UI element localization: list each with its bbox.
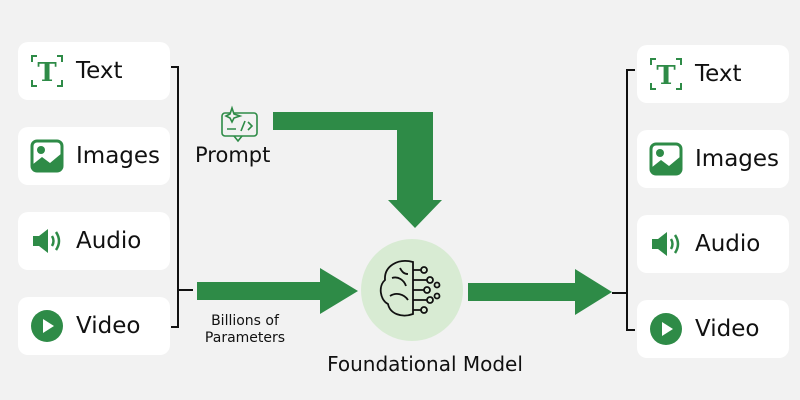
output-arrow [468, 269, 612, 315]
model-label: Foundational Model [327, 352, 523, 376]
output-video-card: Video [637, 300, 789, 358]
image-icon [30, 139, 64, 173]
model-circle [361, 239, 463, 341]
image-icon [649, 142, 683, 176]
audio-icon [649, 227, 683, 261]
input-images-card: Images [18, 127, 170, 185]
output-images-card: Images [637, 130, 789, 188]
parameters-label-line2: Parameters [204, 330, 286, 346]
parameters-arrow [197, 268, 358, 314]
text-icon: T [649, 57, 683, 91]
video-icon [649, 312, 683, 346]
svg-text:T: T [656, 61, 676, 91]
input-video-card: Video [18, 297, 170, 355]
parameters-label: Billions of Parameters [192, 313, 298, 347]
text-icon: T [30, 54, 64, 88]
right-bracket [612, 69, 635, 331]
svg-text:T: T [37, 58, 57, 88]
output-text-card: T Text [637, 45, 789, 103]
parameters-label-line1: Billions of [211, 313, 279, 329]
audio-icon [30, 224, 64, 258]
video-icon [30, 309, 64, 343]
input-audio-card: Audio [18, 212, 170, 270]
brain-icon [379, 260, 441, 317]
output-audio-card: Audio [637, 215, 789, 273]
input-text-card: T Text [18, 42, 170, 100]
prompt-arrow [273, 112, 442, 228]
left-bracket [171, 66, 193, 328]
prompt-label: Prompt [195, 143, 271, 167]
prompt-icon [221, 105, 258, 143]
